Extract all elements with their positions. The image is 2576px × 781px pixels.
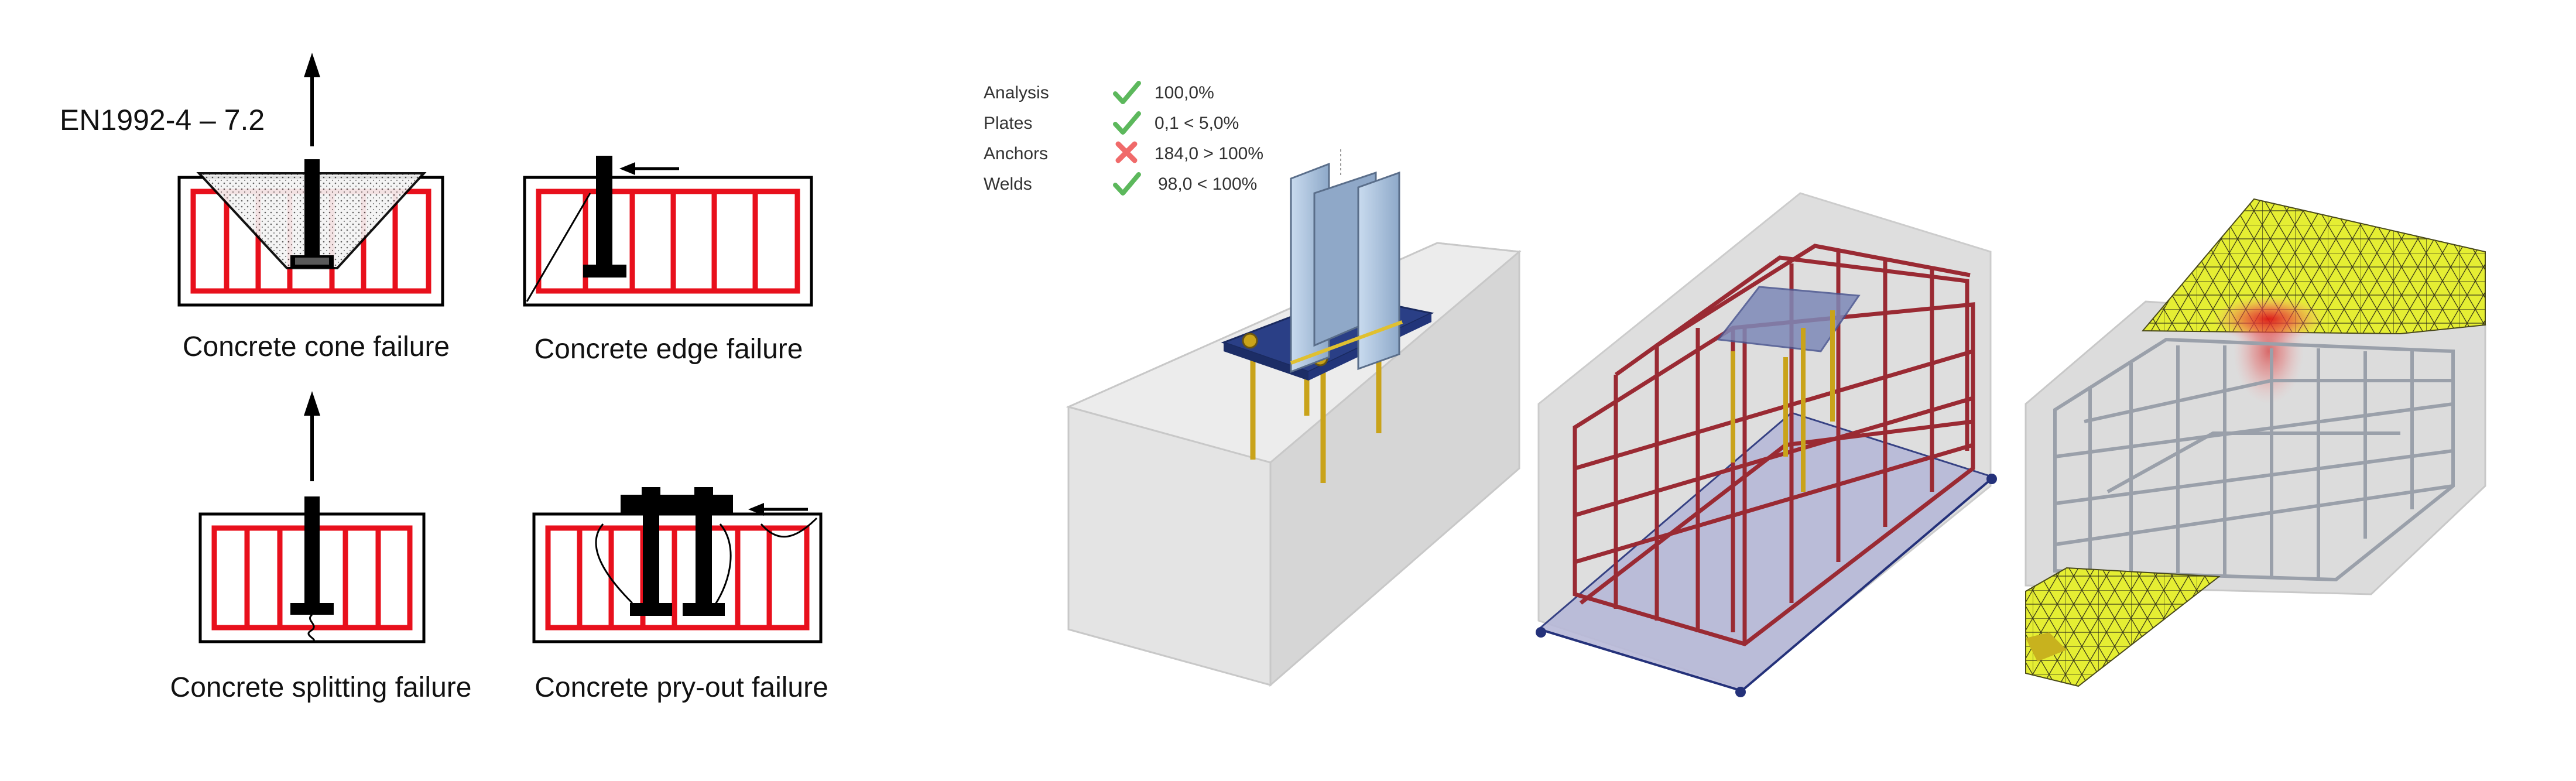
failure-mode-label-pryout: Concrete pry-out failure — [535, 672, 828, 703]
mesh-top-surface — [2141, 198, 2486, 335]
model-baseplate-on-concrete — [1066, 149, 1522, 687]
anchor-bolt — [304, 159, 320, 260]
base-plate-3d — [1717, 286, 1861, 352]
anchor-nut-icon — [1242, 333, 1258, 349]
result-row-welds: Welds 98,0 < 100% — [984, 172, 1257, 196]
tension-arrowhead — [304, 391, 320, 416]
result-value: 184,0 > 100% — [1155, 144, 1263, 163]
anchor-head — [290, 255, 334, 268]
shear-arrowhead — [748, 503, 764, 516]
result-value: 98,0 < 100% — [1158, 174, 1257, 194]
column-flange — [1357, 171, 1400, 371]
result-value: 0,1 < 5,0% — [1155, 114, 1239, 133]
failure-mode-label-cone: Concrete cone failure — [183, 331, 450, 362]
result-name: Analysis — [984, 83, 1049, 102]
anchor-bolt — [596, 156, 612, 267]
edge-failure-diagram — [523, 156, 813, 307]
standard-label: EN1992-4 – 7.2 — [60, 104, 265, 136]
tension-arrowhead — [304, 53, 320, 77]
anchor-rods — [1731, 310, 1835, 492]
result-row-anchors: Anchors 184,0 > 100% — [984, 141, 1263, 163]
failure-mode-label-splitting: Concrete splitting failure — [170, 672, 472, 703]
mesh-front-surface — [2025, 567, 2221, 687]
result-name: Welds — [984, 174, 1032, 194]
rebar-cage-3d — [1573, 244, 1975, 646]
rebar-cage-3d — [2053, 337, 2455, 582]
result-row-plates: Plates 0,1 < 5,0% — [984, 111, 1239, 135]
result-value: 100,0% — [1155, 83, 1214, 102]
result-row-analysis: Analysis 100,0% — [984, 81, 1214, 104]
rebar-cage — [536, 189, 800, 294]
anchor-bolt-left — [643, 513, 659, 607]
check-icon — [1113, 172, 1141, 196]
failure-mode-label-edge: Concrete edge failure — [535, 334, 803, 365]
model-reinforcement-cage — [1536, 192, 1997, 697]
check-icon — [1113, 111, 1141, 135]
cross-icon — [1115, 141, 1138, 163]
concrete-block — [523, 176, 813, 307]
anchor-head — [290, 603, 334, 615]
splitting-failure-diagram — [198, 391, 426, 643]
model-fe-mesh — [2025, 198, 2486, 687]
failure-modes-panel: EN1992-4 – 7.2 Concrete cone failure — [60, 53, 828, 703]
weld-line — [1290, 320, 1403, 365]
cone-failure-diagram — [177, 53, 444, 307]
anchor-head — [583, 265, 626, 278]
anchor-bolt-right — [696, 513, 712, 607]
pryout-crack — [595, 523, 732, 607]
concrete-block-3d — [2025, 300, 2486, 595]
results-summary: Analysis 100,0% Plates 0,1 < 5,0% Anchor… — [984, 81, 1263, 196]
base-plate — [621, 495, 733, 513]
pryout-failure-diagram — [532, 487, 823, 643]
splitting-crack — [307, 614, 315, 643]
result-name: Anchors — [984, 144, 1048, 163]
result-name: Plates — [984, 114, 1032, 133]
edge-crack — [526, 193, 591, 302]
check-icon — [1113, 81, 1141, 104]
anchor-bolt — [304, 496, 320, 605]
shear-arrowhead — [619, 162, 635, 175]
support-node-icon — [1536, 627, 1546, 638]
